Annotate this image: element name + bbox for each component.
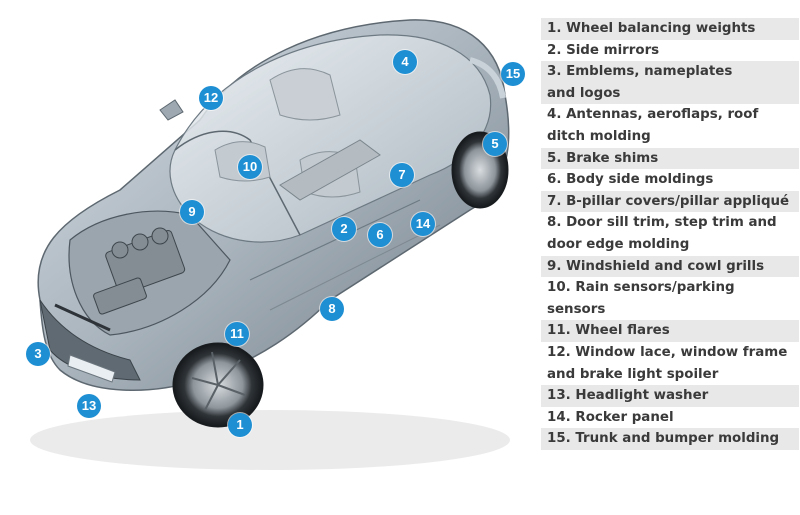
grille <box>54 303 111 332</box>
windshield-frame <box>174 130 301 236</box>
marker-8[interactable]: 8 <box>320 297 344 321</box>
legend-text: 5. Brake shims <box>547 150 659 166</box>
marker-15[interactable]: 15 <box>501 62 525 86</box>
front-wheel-spokes <box>191 351 246 411</box>
legend-text: 10. Rain sensors/parking sensors <box>547 280 735 317</box>
front-bumper <box>39 299 141 381</box>
side-mirror-left <box>159 99 184 121</box>
marker-6[interactable]: 6 <box>368 223 392 247</box>
legend-item-9: 9. Windshield and cowl grills <box>541 255 799 278</box>
legend-text: 4. Antennas, aeroflaps, roof ditch moldi… <box>547 107 759 144</box>
legend-item-6: 6. Body side moldings <box>541 169 799 191</box>
engine-block <box>93 227 186 315</box>
marker-4[interactable]: 4 <box>393 50 417 74</box>
legend-item-11: 11. Wheel flares <box>541 320 799 342</box>
marker-7[interactable]: 7 <box>390 163 414 187</box>
legend-text: 13. Headlight washer <box>547 388 709 404</box>
marker-12[interactable]: 12 <box>199 86 223 110</box>
legend-text: 3. Emblems, nameplates and logos <box>547 64 733 101</box>
marker-13[interactable]: 13 <box>77 394 101 418</box>
rear-seat <box>269 68 341 121</box>
legend-item-1: 1. Wheel balancing weights <box>541 18 799 40</box>
marker-3[interactable]: 3 <box>26 342 50 366</box>
legend-item-4: 4. Antennas, aeroflaps, roof ditch moldi… <box>541 104 799 147</box>
legend-text: 9. Windshield and cowl grills <box>547 258 765 274</box>
legend-item-12: 12. Window lace, window frame and brake … <box>541 342 799 385</box>
legend-item-8: 8. Door sill trim, step trim and door ed… <box>541 212 799 255</box>
legend-item-5: 5. Brake shims <box>541 147 799 170</box>
legend-text: 11. Wheel flares <box>547 323 670 339</box>
legend-text: 8. Door sill trim, step trim and door ed… <box>547 215 777 252</box>
legend-text: 2. Side mirrors <box>547 42 660 58</box>
legend-item-14: 14. Rocker panel <box>541 407 799 429</box>
legend-text: 1. Wheel balancing weights <box>547 21 756 36</box>
marker-5[interactable]: 5 <box>483 132 507 156</box>
marker-14[interactable]: 14 <box>411 212 435 236</box>
legend-item-10: 10. Rain sensors/parking sensors <box>541 277 799 320</box>
legend-item-7: 7. B-pillar covers/pillar appliqué <box>541 190 799 213</box>
car-cutaway-diagram: 1 2 3 4 5 6 7 8 9 10 11 12 13 14 15 <box>26 19 525 470</box>
ground-shadow <box>30 410 510 470</box>
legend-text: 7. B-pillar covers/pillar appliqué <box>547 193 790 209</box>
legend-text: 12. Window lace, window frame and brake … <box>547 344 788 382</box>
legend-text: 15. Trunk and bumper molding <box>547 431 780 447</box>
trunk-molding <box>469 57 506 99</box>
legend-text: 14. Rocker panel <box>547 409 674 425</box>
legend-item-15: 15. Trunk and bumper molding <box>541 428 799 450</box>
marker-10[interactable]: 10 <box>238 155 262 179</box>
door-line <box>249 199 421 281</box>
marker-11[interactable]: 11 <box>225 322 249 346</box>
rocker-line <box>269 224 441 311</box>
legend-item-2: 2. Side mirrors <box>541 40 799 62</box>
marker-2[interactable]: 2 <box>332 217 356 241</box>
marker-1[interactable]: 1 <box>228 413 252 437</box>
legend-item-3: 3. Emblems, nameplates and logos <box>541 61 799 105</box>
legend-item-13: 13. Headlight washer <box>541 385 799 407</box>
headlight <box>67 354 116 383</box>
parts-legend: 1. Wheel balancing weights 2. Side mirro… <box>541 18 799 450</box>
marker-9[interactable]: 9 <box>180 200 204 224</box>
car-illustration <box>30 19 510 470</box>
center-console <box>279 139 381 201</box>
legend-text: 6. Body side moldings <box>547 172 714 188</box>
